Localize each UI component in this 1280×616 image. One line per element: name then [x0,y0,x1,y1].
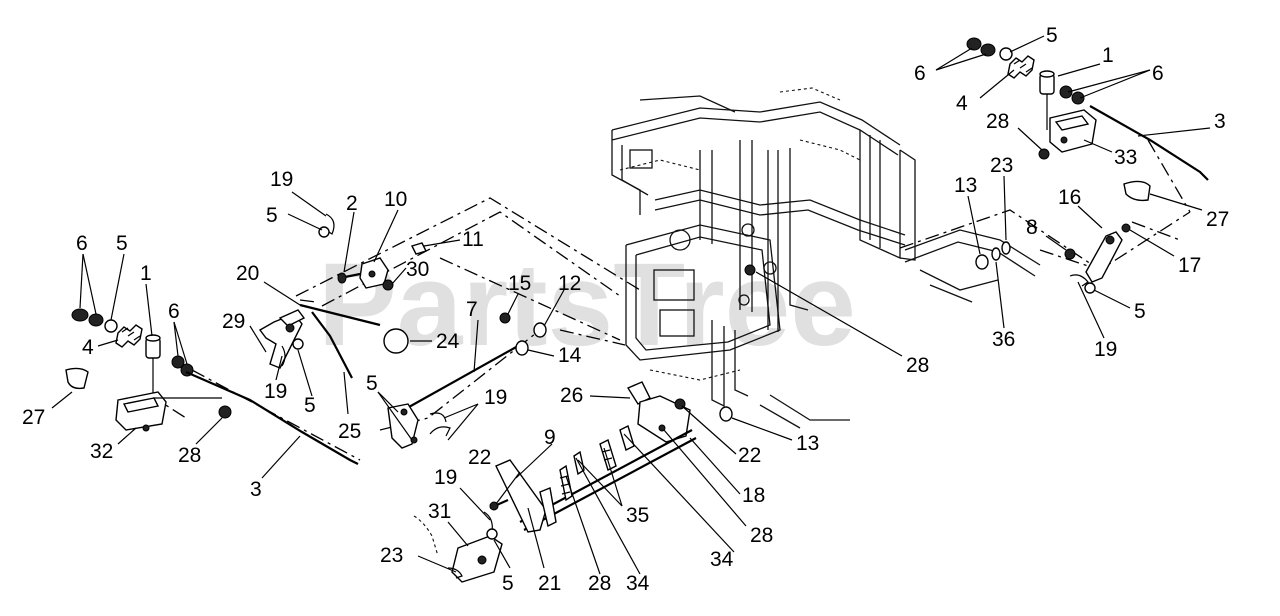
callout-17: 17 [1178,254,1201,277]
center-linkage [387,312,547,449]
callout-16: 16 [1058,186,1081,209]
callout-24: 24 [436,330,460,353]
callout-9: 9 [544,426,556,449]
callout-20: 20 [236,262,259,285]
left-assembly [65,308,359,465]
callout-18: 18 [742,484,765,507]
callout-13: 13 [796,432,819,455]
callout-28: 28 [906,354,929,377]
center-left-linkage [258,213,427,379]
callout-5: 5 [1134,300,1146,323]
callout-34: 34 [626,572,650,595]
chassis-frame [611,87,1041,429]
callout-25: 25 [338,420,361,443]
callout-5: 5 [1046,24,1058,47]
callout-19: 19 [1094,338,1117,361]
callout-6: 6 [76,232,88,255]
callout-23: 23 [990,154,1013,177]
callout-34: 34 [710,548,734,571]
callout-13: 13 [954,174,977,197]
callout-28: 28 [750,524,773,547]
callout-5: 5 [304,394,316,417]
callout-5: 5 [502,572,514,595]
callout-6: 6 [914,62,926,85]
callout-29: 29 [222,310,245,333]
callout-7: 7 [466,298,478,321]
callout-8: 8 [1026,216,1038,239]
callout-22: 22 [468,446,491,469]
callout-10: 10 [384,188,407,211]
callout-14: 14 [558,344,582,367]
callout-33: 33 [1114,146,1137,169]
callout-27: 27 [22,406,45,429]
callout-35: 35 [626,504,649,527]
callout-28: 28 [986,110,1009,133]
callout-5: 5 [366,372,378,395]
callout-6: 6 [1152,62,1164,85]
callout-1: 1 [1102,44,1114,67]
callout-36: 36 [992,328,1015,351]
callout-22: 22 [738,444,761,467]
right-assembly [719,37,1209,422]
callout-3: 3 [1214,110,1226,133]
callout-21: 21 [538,572,561,595]
callout-31: 31 [428,500,451,523]
watermark: PartsTree [318,239,856,371]
callout-labels: 6 5 1 4 6 27 32 28 3 19 5 2 10 11 30 20 … [22,24,1229,595]
callout-3: 3 [250,478,262,501]
callout-19: 19 [434,466,457,489]
callout-27: 27 [1206,208,1229,231]
callout-19: 19 [270,168,293,191]
callout-28: 28 [588,572,611,595]
callout-5: 5 [116,232,128,255]
callout-19: 19 [484,386,507,409]
callout-6: 6 [168,300,180,323]
callout-4: 4 [82,336,94,359]
callout-12: 12 [558,272,581,295]
callout-23: 23 [380,544,403,567]
leader-lines [51,35,1211,575]
callout-26: 26 [560,384,583,407]
callout-11: 11 [462,228,484,251]
callout-1: 1 [140,262,152,285]
callout-5: 5 [266,204,278,227]
callout-19: 19 [264,380,287,403]
callout-4: 4 [956,92,968,115]
callout-2: 2 [346,192,358,215]
callout-32: 32 [90,440,113,463]
callout-30: 30 [406,258,429,281]
callout-28: 28 [178,444,201,467]
callout-15: 15 [508,272,531,295]
